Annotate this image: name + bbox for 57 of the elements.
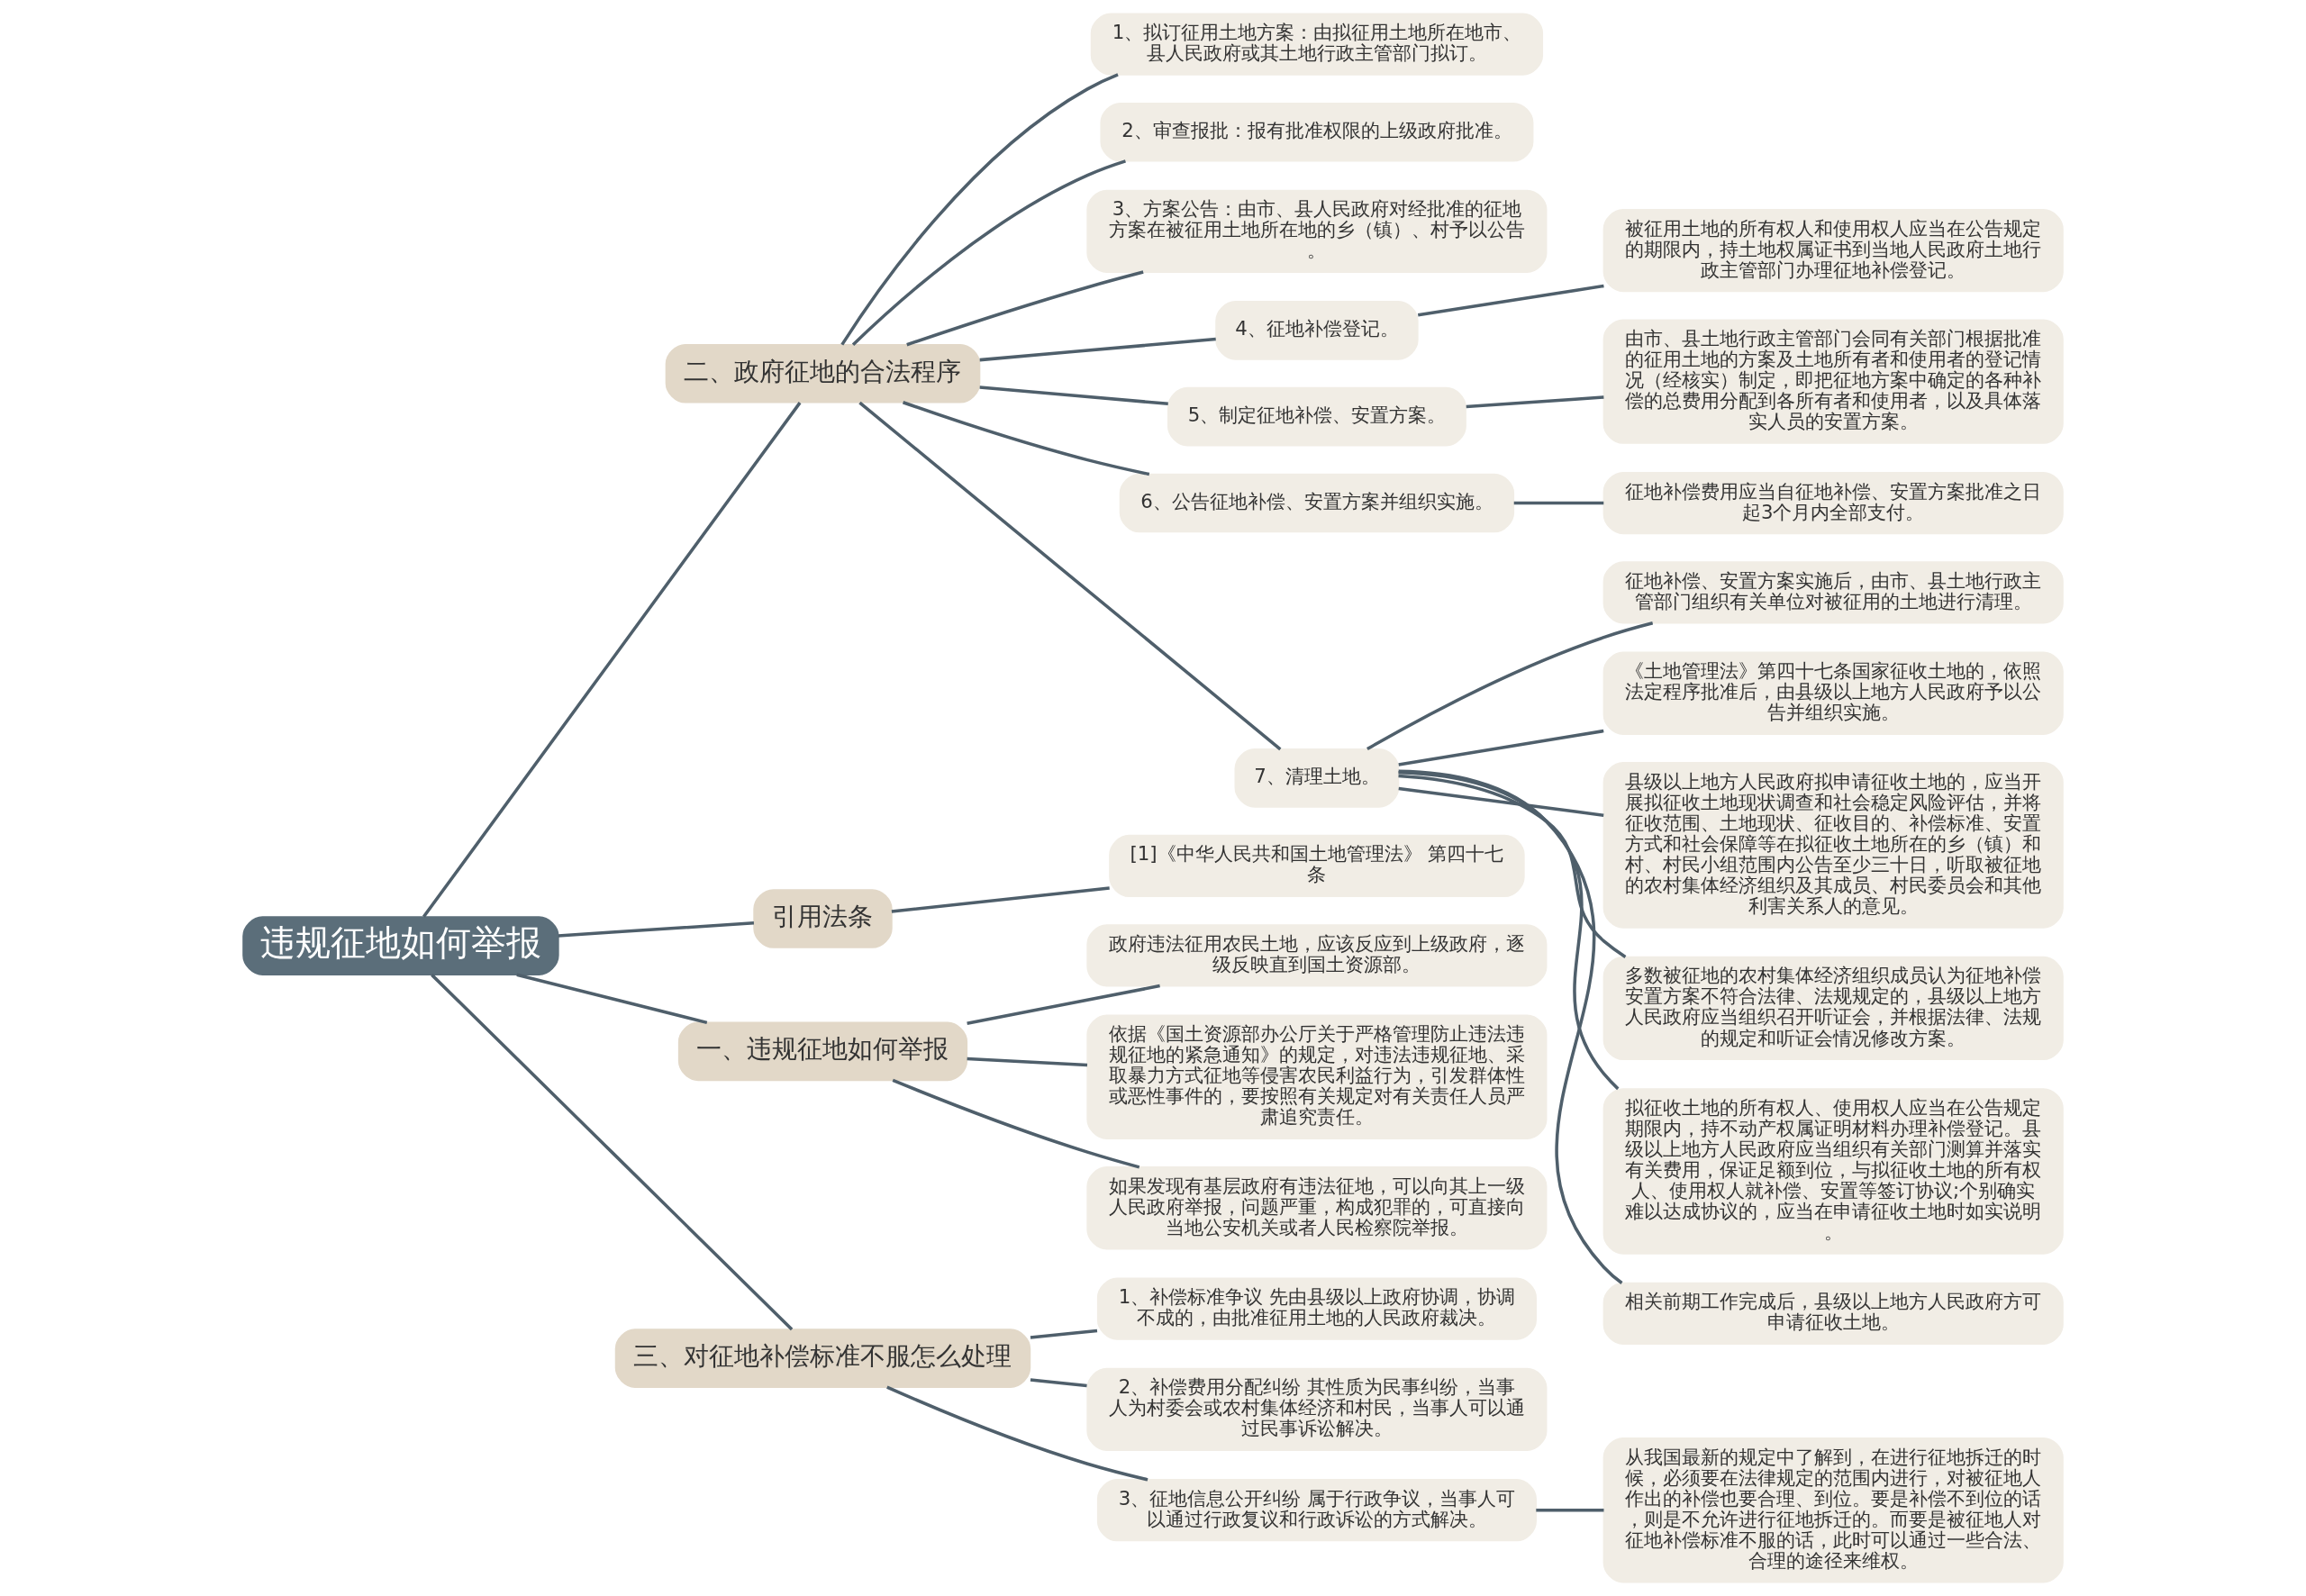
connector bbox=[906, 270, 1144, 347]
connector bbox=[892, 1078, 1140, 1169]
connector bbox=[1536, 1508, 1604, 1512]
node-box: 一、违规征地如何举报 bbox=[677, 1021, 968, 1082]
node-box: 2、审查报批：报有批准权限的上级政府批准。 bbox=[1100, 102, 1534, 162]
connector bbox=[886, 1385, 1148, 1482]
connector bbox=[1398, 729, 1604, 766]
node-box: 2、补偿费用分配纠纷 其性质为民事纠纷，当事人为村委会或农村集体经济和村民，当事人可以通过民事诉讼解决。 bbox=[1086, 1367, 1548, 1452]
node-box: 三、对征地补偿标准不服怎么处理 bbox=[614, 1328, 1031, 1388]
node-box: 6、公告征地补偿、安置方案并组织实施。 bbox=[1119, 473, 1515, 533]
connector bbox=[516, 973, 708, 1025]
node-box: [1]《中华人民共和国土地管理法》 第四十七条 bbox=[1109, 834, 1525, 898]
connector bbox=[979, 337, 1216, 362]
node-box: 相关前期工作完成后，县级以上地方人民政府方可申请征收土地。 bbox=[1602, 1282, 2064, 1345]
connector bbox=[431, 974, 794, 1331]
node-box: 从我国最新的规定中了解到，在进行征地拆迁的时候，必须要在法律规定的范围内进行，对被征地人作出的补偿也要合理、到位。要是补偿不到位的话，则是不允许进行征地拆迁的。而要是被征地人对征地补偿标准不服的话，此时可以通过一些合法、合理的途径来维权。 bbox=[1602, 1437, 2064, 1583]
node-box: 拟征收土地的所有权人、使用权人应当在公告规定期限内，持不动产权属证明材料办理补偿登记。县级以上地方人民政府应当组织有关部门测算并落实有关费用，保证足额到位，与拟征收土地的所有权人、使用权人就补偿、安置等签订协议;个别确实难以达成协议的，应当在申请征收土地时如实说明。 bbox=[1602, 1088, 2064, 1255]
node-box: 1、补偿标准争议 先由县级以上政府协调，协调不成的，由批准征用土地的人民政府裁决。 bbox=[1096, 1277, 1537, 1340]
node-box: 如果发现有基层政府有违法征地，可以向其上一级人民政府举报，问题严重，构成犯罪的，可直接向当地公安机关或者人民检察院举报。 bbox=[1086, 1166, 1548, 1250]
connector bbox=[967, 984, 1160, 1026]
node-box: 7、清理土地。 bbox=[1234, 748, 1400, 808]
node-box: 由市、县土地行政主管部门会同有关部门根据批准的征用土地的方案及土地所有者和使用者的登记情况（经核实）制定，即把征地方案中确定的各种补偿的总费用分配到各所有者和使用者，以及具体落实人员的安置方案。 bbox=[1602, 319, 2064, 444]
node-box: 3、方案公告：由市、县人民政府对经批准的征地方案在被征用土地所在地的乡（镇）、村予以公告。 bbox=[1086, 189, 1548, 273]
connector bbox=[979, 385, 1168, 406]
node-box: 多数被征地的农村集体经济组织成员认为征地补偿安置方案不符合法律、法规规定的，县级以上地方人民政府应当组织召开听证会，并根据法律、法规的规定和听证会情况修改方案。 bbox=[1602, 956, 2064, 1061]
connector bbox=[1513, 501, 1604, 505]
node-box: 征地补偿费用应当自征地补偿、安置方案批准之日起3个月内全部支付。 bbox=[1602, 471, 2064, 535]
connector bbox=[858, 401, 1282, 751]
node-box: 5、制定征地补偿、安置方案。 bbox=[1167, 386, 1466, 447]
node-box: 《土地管理法》第四十七条国家征收土地的，依照法定程序批准后，由县级以上地方人民政府予以公告并组织实施。 bbox=[1602, 651, 2064, 735]
node-box: 征地补偿、安置方案实施后，由市、县土地行政主管部门组织有关单位对被征用的土地进行清理。 bbox=[1602, 561, 2064, 624]
connector bbox=[1466, 395, 1604, 409]
node-box: 被征用土地的所有权人和使用权人应当在公告规定的期限内，持土地权属证书到当地人民政府土地行政主管部门办理征地补偿登记。 bbox=[1602, 208, 2064, 293]
node-box: 引用法条 bbox=[753, 889, 893, 948]
node-box: 依据《国土资源部办公厅关于严格管理防止违法违规征地的紧急通知》的规定，对违法违规征地、采取暴力方式征地等侵害农民利益行为，引发群体性或恶性事件的，要按照有关规定对有关责任人员严肃追究责任。 bbox=[1086, 1014, 1548, 1139]
node-box: 3、征地信息公开纠纷 属于行政争议，当事人可以通过行政复议和行政诉讼的方式解决。 bbox=[1096, 1479, 1537, 1542]
connector bbox=[840, 73, 1119, 346]
connector bbox=[891, 886, 1110, 913]
connector bbox=[902, 401, 1150, 476]
connector bbox=[1398, 774, 1627, 958]
connector bbox=[558, 921, 755, 938]
connector bbox=[1398, 786, 1604, 817]
connector bbox=[1417, 284, 1604, 317]
connector bbox=[1030, 1328, 1098, 1339]
connector bbox=[1030, 1378, 1087, 1388]
connector bbox=[967, 1056, 1088, 1067]
node-box: 县级以上地方人民政府拟申请征收土地的，应当开展拟征收土地现状调查和社会稳定风险评估，并将征收范围、土地现状、征收目的、补偿标准、安置方式和社会保障等在拟征收土地所在的乡（镇）和村、村民小组范围内公告至少三十日，听取被征地的农村集体经济组织及其成员、村民委员会和其他利害关系人的意见。 bbox=[1602, 762, 2064, 929]
node-box: 违规征地如何举报 bbox=[242, 916, 559, 975]
connector bbox=[1398, 769, 1623, 1284]
node-box: 1、拟订征用土地方案：由拟征用土地所在地市、县人民政府或其土地行政主管部门拟订。 bbox=[1090, 13, 1544, 76]
node-box: 4、征地补偿登记。 bbox=[1215, 301, 1419, 360]
connector bbox=[1398, 771, 1620, 1091]
node-box: 政府违法征用农民土地，应该反应到上级政府，逐级反映直到国土资源部。 bbox=[1086, 924, 1548, 987]
connector bbox=[1366, 621, 1654, 751]
node-box: 二、政府征地的合法程序 bbox=[665, 343, 981, 404]
connector bbox=[422, 402, 802, 918]
connector bbox=[851, 159, 1126, 347]
